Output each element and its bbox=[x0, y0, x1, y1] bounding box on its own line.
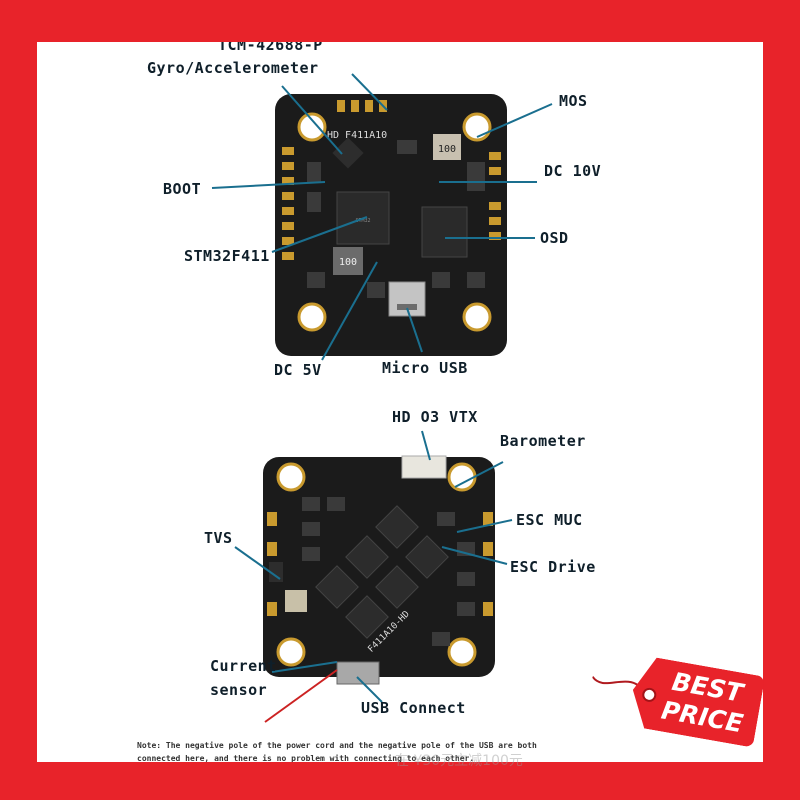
left-pads bbox=[282, 147, 294, 260]
top-board: STM32 100 100 HD F411A10 bbox=[275, 94, 507, 356]
label-stm32f411: STM32F411 bbox=[184, 247, 270, 265]
best-price-badge: BEST PRICE bbox=[591, 652, 765, 747]
mounting-hole bbox=[462, 302, 492, 332]
callout-lines bbox=[211, 73, 553, 723]
note-text: Note: The negative pole of the power cor… bbox=[137, 739, 697, 762]
label-sensor: sensor bbox=[210, 681, 268, 699]
label-esc-muc: ESC MUC bbox=[516, 511, 583, 529]
mounting-hole bbox=[276, 462, 306, 492]
top-board-model-mark: HD F411A10 bbox=[327, 130, 387, 141]
label-gyro: Gyro/Accelerometer bbox=[147, 59, 319, 77]
right-pads bbox=[489, 152, 501, 240]
inductor-top-mark: 100 bbox=[438, 144, 456, 155]
bottom-board: F411A10-HD bbox=[263, 455, 495, 685]
note-line-1: Note: The negative pole of the power cor… bbox=[137, 741, 537, 750]
label-usb-connect: USB Connect bbox=[361, 699, 466, 717]
label-barometer: Barometer bbox=[500, 432, 586, 450]
board-illustrations: STM32 100 100 HD F411A10 bbox=[263, 94, 507, 685]
note-line-2: connected here, and there is no problem … bbox=[137, 754, 475, 762]
label-micro-usb: Micro USB bbox=[382, 359, 468, 377]
label-dc10v: DC 10V bbox=[544, 162, 602, 180]
label-mos: MOS bbox=[559, 92, 588, 110]
mounting-hole bbox=[297, 302, 327, 332]
label-current: Current bbox=[210, 657, 277, 675]
label-dc5v: DC 5V bbox=[274, 361, 322, 379]
label-esc-drive: ESC Drive bbox=[510, 558, 596, 576]
label-osd: OSD bbox=[540, 229, 569, 247]
label-tvs: TVS bbox=[204, 529, 233, 547]
mounting-hole bbox=[276, 637, 306, 667]
label-tcm: TCM-42688-P bbox=[218, 42, 323, 54]
label-hd-o3-vtx: HD O3 VTX bbox=[392, 408, 478, 426]
mounting-hole bbox=[297, 112, 327, 142]
label-boot: BOOT bbox=[163, 180, 202, 198]
inductor-mid-mark: 100 bbox=[339, 257, 357, 268]
mounting-hole bbox=[447, 637, 477, 667]
svg-text:STM32: STM32 bbox=[355, 218, 370, 224]
watermark: 在 ¥30元立减100元 bbox=[395, 753, 523, 769]
product-image: STM32 100 100 HD F411A10 bbox=[37, 42, 763, 762]
